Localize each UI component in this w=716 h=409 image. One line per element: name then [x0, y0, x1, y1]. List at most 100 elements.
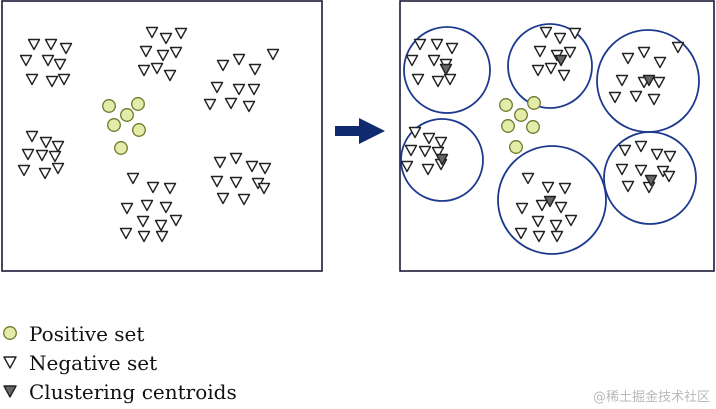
negative-triangle: [443, 73, 457, 86]
positive-dot: [132, 123, 146, 137]
watermark: @稀土掘金技术社区: [592, 390, 710, 405]
negative-triangle: [145, 26, 159, 39]
negative-triangle: [554, 201, 568, 214]
negative-triangle: [53, 58, 67, 71]
centroid-triangle: [435, 153, 449, 166]
negative-triangle: [637, 46, 651, 59]
negative-triangle: [550, 230, 564, 243]
negative-triangle: [169, 46, 183, 59]
negative-triangle: [137, 230, 151, 243]
negative-triangle: [232, 53, 246, 66]
negative-triangle: [150, 62, 164, 75]
negative-triangle: [41, 54, 55, 67]
negative-triangle: [216, 192, 230, 205]
negative-triangle: [51, 140, 65, 153]
negative-triangle: [568, 27, 582, 40]
negative-triangle: [242, 100, 256, 113]
negative-triangle: [422, 132, 436, 145]
negative-triangle: [38, 167, 52, 180]
negative-triangle: [216, 59, 230, 72]
yellow-circle-icon: [3, 326, 17, 340]
negative-triangle: [535, 199, 549, 212]
legend-negative-label: Negative set: [29, 351, 158, 375]
negative-triangle: [634, 140, 648, 153]
positive-dot: [114, 141, 128, 155]
negative-triangle: [59, 42, 73, 55]
negative-triangle: [35, 149, 49, 162]
negative-triangle: [210, 81, 224, 94]
negative-triangle: [445, 42, 459, 55]
positive-dot: [120, 108, 134, 122]
positive-dot: [514, 108, 528, 122]
negative-triangle: [25, 130, 39, 143]
negative-triangle: [514, 227, 528, 240]
negative-triangle: [427, 54, 441, 67]
negative-triangle: [51, 162, 65, 175]
legend-centroids-label: Clustering centroids: [29, 380, 237, 404]
centroid-triangle: [642, 74, 656, 87]
negative-triangle: [564, 214, 578, 227]
negative-triangle: [430, 38, 444, 51]
negative-triangle: [119, 227, 133, 240]
negative-triangle: [25, 73, 39, 86]
negative-triangle: [634, 164, 648, 177]
negative-triangle: [431, 146, 445, 159]
negative-triangle: [621, 180, 635, 193]
negative-triangle: [27, 38, 41, 51]
negative-triangle: [650, 148, 664, 161]
negative-triangle: [405, 54, 419, 67]
cluster-circle: [400, 118, 484, 202]
diagram-marks: [17, 26, 685, 243]
negative-triangle: [48, 150, 62, 163]
negative-triangle: [531, 215, 545, 228]
negative-triangle: [647, 93, 661, 106]
negative-triangle: [408, 126, 422, 139]
negative-triangle: [245, 160, 259, 173]
negative-triangle: [533, 45, 547, 58]
negative-triangle: [521, 172, 535, 185]
negative-triangle: [404, 144, 418, 157]
negative-triangle: [154, 219, 168, 232]
cluster-circle: [603, 131, 697, 225]
negative-triangle: [434, 136, 448, 149]
negative-triangle: [237, 193, 251, 206]
negative-triangle: [266, 48, 280, 61]
negative-triangle: [557, 69, 571, 82]
positive-dot: [107, 118, 121, 132]
positive-dot: [102, 99, 116, 113]
negative-triangle: [431, 75, 445, 88]
negative-triangle: [232, 83, 246, 96]
negative-triangle: [653, 56, 667, 69]
negative-triangle: [413, 38, 427, 51]
positive-dot: [527, 96, 541, 110]
negative-triangle: [44, 38, 58, 51]
negative-triangle: [229, 176, 243, 189]
positive-dot: [501, 119, 515, 133]
negative-triangle: [421, 163, 435, 176]
negative-triangle: [544, 62, 558, 75]
negative-triangle: [126, 172, 140, 185]
negative-triangle: [411, 73, 425, 86]
negative-triangle: [203, 98, 217, 111]
negative-triangle: [418, 145, 432, 158]
right-arrow-icon: [335, 118, 385, 144]
negative-triangle: [159, 32, 173, 45]
negative-triangle: [213, 156, 227, 169]
negative-triangle: [169, 214, 183, 227]
negative-triangle: [136, 215, 150, 228]
cluster-circle: [497, 145, 607, 255]
negative-triangle: [155, 230, 169, 243]
negative-triangle: [671, 41, 685, 54]
negative-triangle: [621, 52, 635, 65]
negative-triangle: [563, 46, 577, 59]
positive-dot: [509, 140, 523, 154]
negative-triangle: [163, 182, 177, 195]
negative-triangle: [137, 64, 151, 77]
negative-triangle: [615, 163, 629, 176]
down-triangle-icon: [3, 356, 17, 369]
negative-triangle: [17, 164, 31, 177]
negative-triangle: [19, 54, 33, 67]
negative-triangle: [229, 152, 243, 165]
negative-triangle: [163, 69, 177, 82]
negative-triangle: [515, 202, 529, 215]
